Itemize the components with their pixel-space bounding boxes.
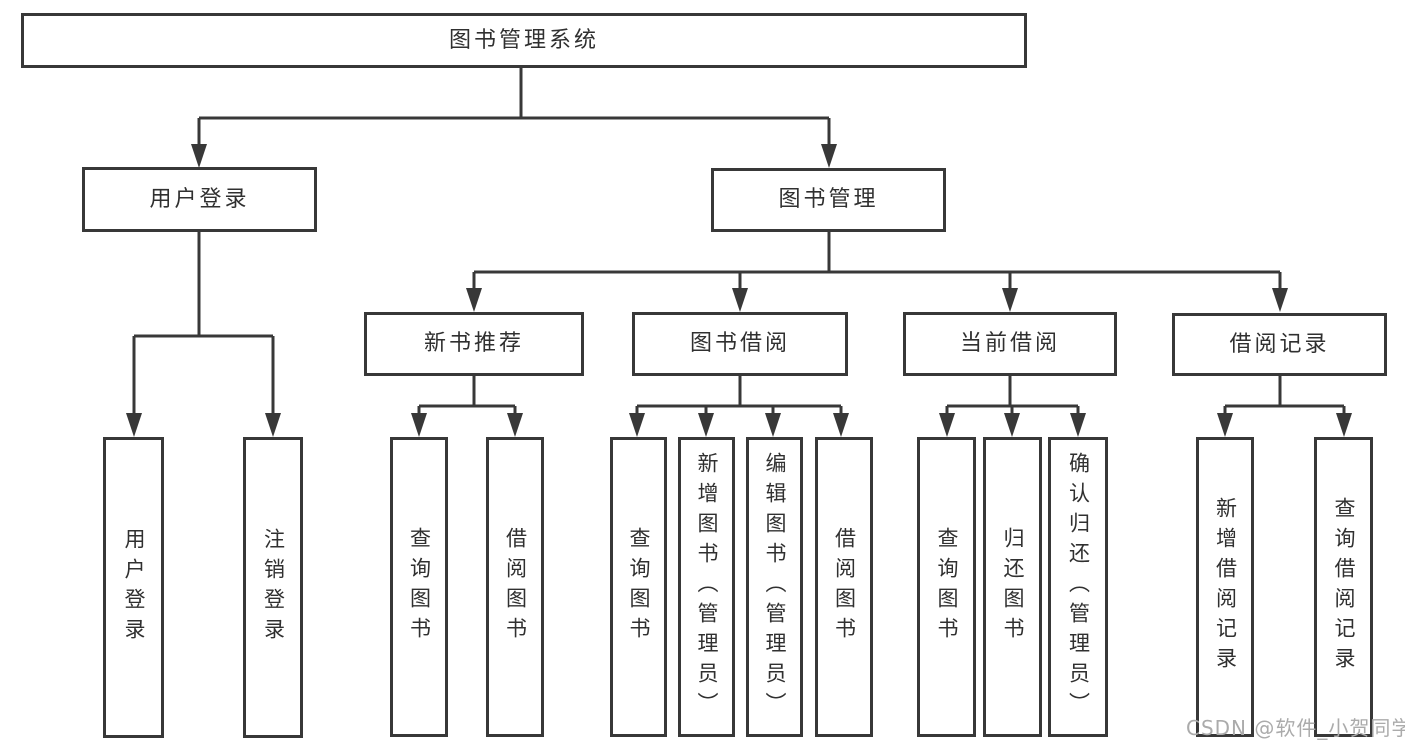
- node-label: 用户登录: [122, 527, 146, 648]
- node-user-login: 用户登录: [82, 167, 317, 232]
- node-label: 借阅图书: [503, 527, 528, 647]
- node-book-borrowing: 图书借阅: [632, 312, 848, 376]
- node-book-management: 图书管理: [711, 168, 946, 232]
- arrowhead: [191, 144, 207, 168]
- node-label: 编辑图书（管理员）: [763, 452, 787, 722]
- arrowhead: [939, 413, 955, 437]
- arrowhead: [411, 413, 427, 437]
- arrowhead: [765, 413, 781, 437]
- node-label: 用户登录: [149, 186, 250, 212]
- leaf-borrow-books-recommend: 借阅图书: [486, 437, 544, 737]
- leaf-add-books-admin: 新增图书（管理员）: [678, 437, 735, 737]
- node-new-book-recommendation: 新书推荐: [364, 312, 584, 376]
- leaf-add-borrow-record: 新增借阅记录: [1196, 437, 1254, 737]
- arrowhead: [1336, 413, 1352, 437]
- node-label: 查询图书: [935, 527, 959, 647]
- leaf-user-login: 用户登录: [103, 437, 164, 738]
- leaf-confirm-return-admin: 确认归还（管理员）: [1048, 437, 1108, 737]
- arrowhead: [1272, 288, 1288, 312]
- leaf-borrow-books: 借阅图书: [815, 437, 873, 737]
- node-current-borrowing: 当前借阅: [903, 312, 1117, 376]
- node-root-system: 图书管理系统: [21, 13, 1027, 68]
- arrowhead: [698, 413, 714, 437]
- leaf-query-books-current: 查询图书: [917, 437, 976, 737]
- arrowhead: [1002, 288, 1018, 312]
- leaf-query-books-borrowing: 查询图书: [610, 437, 667, 737]
- node-label: 借阅记录: [1229, 331, 1330, 357]
- node-borrowing-records: 借阅记录: [1172, 313, 1387, 376]
- arrowhead: [265, 413, 281, 437]
- arrowhead: [1217, 413, 1233, 437]
- arrowhead: [1004, 413, 1020, 437]
- node-label: 查询图书: [407, 527, 432, 647]
- node-label: 借阅图书: [832, 527, 857, 647]
- node-label: 图书借阅: [689, 331, 790, 356]
- node-label: 归还图书: [1001, 527, 1025, 647]
- node-label: 新增借阅记录: [1213, 497, 1238, 677]
- arrowhead: [821, 144, 837, 168]
- node-label: 查询图书: [627, 527, 651, 647]
- leaf-logout: 注销登录: [243, 437, 303, 738]
- arrowhead: [629, 413, 645, 437]
- node-label: 确认归还（管理员）: [1066, 452, 1091, 722]
- node-label: 新增图书（管理员）: [695, 452, 719, 722]
- leaf-query-borrow-record: 查询借阅记录: [1314, 437, 1373, 737]
- node-label: 图书管理: [778, 187, 879, 212]
- arrowhead: [1070, 413, 1086, 437]
- arrowhead: [126, 413, 142, 437]
- arrowhead: [732, 288, 748, 312]
- node-label: 注销登录: [261, 527, 286, 648]
- node-label: 新书推荐: [423, 331, 524, 356]
- node-label: 图书管理系统: [448, 27, 599, 53]
- csdn-watermark: CSDN @软件_小贺同学: [1186, 716, 1405, 740]
- leaf-query-books-recommend: 查询图书: [390, 437, 448, 737]
- node-label: 当前借阅: [959, 331, 1060, 356]
- leaf-edit-books-admin: 编辑图书（管理员）: [746, 437, 803, 737]
- arrowhead: [507, 413, 523, 437]
- arrowhead: [466, 288, 482, 312]
- leaf-return-books: 归还图书: [983, 437, 1042, 737]
- arrowhead: [833, 413, 849, 437]
- node-label: 查询借阅记录: [1332, 497, 1356, 677]
